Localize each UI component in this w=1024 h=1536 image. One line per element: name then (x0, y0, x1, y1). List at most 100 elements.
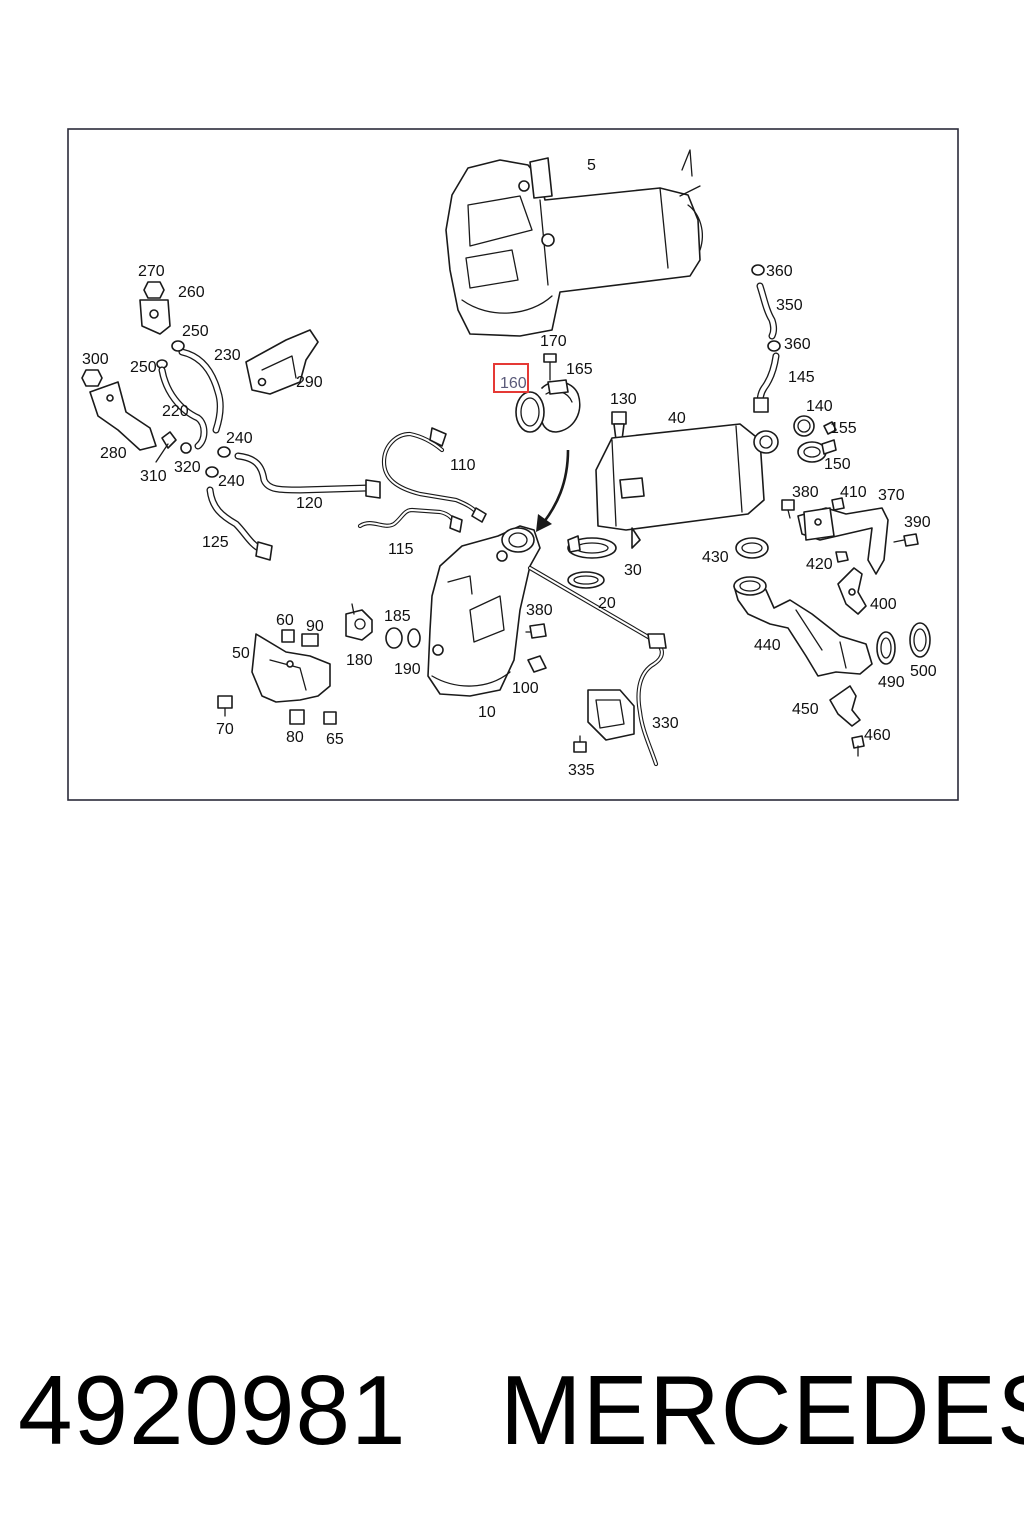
label-230[interactable]: 230 (214, 347, 241, 364)
label-220[interactable]: 220 (162, 403, 189, 420)
part-40-scr-catalyst[interactable] (595, 423, 779, 549)
part-350-hose[interactable] (756, 282, 777, 340)
part-320-washer[interactable] (180, 442, 192, 454)
part-160-gasket[interactable] (515, 391, 545, 433)
part-185-ring[interactable] (385, 627, 403, 649)
part-230-hose[interactable] (178, 348, 224, 434)
label-490[interactable]: 490 (878, 674, 905, 691)
label-110[interactable]: 110 (450, 457, 476, 474)
label-40[interactable]: 40 (668, 410, 686, 427)
label-125[interactable]: 125 (202, 534, 229, 551)
part-10-housing[interactable] (427, 525, 541, 697)
part-490-clamp[interactable] (876, 631, 896, 665)
label-80[interactable]: 80 (286, 729, 304, 746)
part-360-clamp-top[interactable] (751, 264, 765, 276)
label-180[interactable]: 180 (346, 652, 373, 669)
label-100[interactable]: 100 (512, 680, 539, 697)
label-290[interactable]: 290 (296, 374, 323, 391)
part-500-gasket[interactable] (909, 622, 931, 658)
part-250-clamp[interactable] (156, 340, 185, 369)
label-250-upper[interactable]: 250 (182, 323, 209, 340)
part-280-bracket[interactable] (89, 381, 157, 451)
part-130-sensor[interactable] (611, 411, 627, 441)
part-450-bracket[interactable] (829, 685, 861, 727)
part-290-heat-shield[interactable] (245, 329, 319, 395)
part-180-sensor[interactable] (345, 603, 373, 641)
part-330-nox-sensor[interactable] (527, 565, 667, 767)
part-380-bolt-right[interactable] (781, 499, 795, 519)
label-170[interactable]: 170 (540, 333, 567, 350)
label-165[interactable]: 165 (566, 361, 593, 378)
label-20[interactable]: 20 (598, 595, 616, 612)
label-430[interactable]: 430 (702, 549, 729, 566)
part-100-bracket[interactable] (527, 655, 547, 673)
label-400[interactable]: 400 (870, 596, 897, 613)
label-360-lower[interactable]: 360 (784, 336, 811, 353)
part-300-nut[interactable] (81, 369, 103, 387)
label-420[interactable]: 420 (806, 556, 833, 573)
part-145-pipe[interactable] (753, 352, 780, 413)
part-410-bolt[interactable] (831, 497, 845, 511)
part-170-bolt[interactable] (543, 353, 557, 381)
label-380-right[interactable]: 380 (792, 484, 819, 501)
part-240-clamp[interactable] (205, 446, 231, 478)
part-165-clamp[interactable] (540, 379, 581, 433)
label-50[interactable]: 50 (232, 645, 250, 662)
part-260-sensor-bracket[interactable] (139, 299, 171, 335)
part-335-bolt[interactable] (573, 735, 587, 753)
part-120-pipe[interactable] (234, 452, 381, 499)
part-270-nut[interactable] (143, 281, 165, 299)
label-5[interactable]: 5 (587, 157, 596, 174)
part-125-pipe[interactable] (206, 486, 273, 561)
label-370[interactable]: 370 (878, 487, 905, 504)
label-320[interactable]: 320 (174, 459, 201, 476)
label-240-lower[interactable]: 240 (218, 473, 245, 490)
label-250-lower[interactable]: 250 (130, 359, 157, 376)
part-220-hose[interactable] (158, 366, 208, 450)
part-110-temperature-sensor[interactable] (381, 427, 487, 523)
label-460[interactable]: 460 (864, 727, 891, 744)
label-70[interactable]: 70 (216, 721, 234, 738)
part-310-bolt[interactable] (155, 431, 177, 463)
label-140[interactable]: 140 (806, 398, 833, 415)
label-30[interactable]: 30 (624, 562, 642, 579)
label-240-upper[interactable]: 240 (226, 430, 253, 447)
label-500[interactable]: 500 (910, 663, 937, 680)
part-50-heat-shield[interactable] (251, 633, 331, 703)
part-460-bolt[interactable] (851, 735, 865, 757)
label-155[interactable]: 155 (830, 420, 857, 437)
part-380-bolt-centre[interactable] (525, 623, 547, 639)
part-80-clip[interactable] (289, 709, 305, 725)
label-150[interactable]: 150 (824, 456, 851, 473)
label-300[interactable]: 300 (82, 351, 109, 368)
label-60[interactable]: 60 (276, 612, 294, 629)
label-10[interactable]: 10 (478, 704, 496, 721)
part-20-gasket[interactable] (567, 571, 605, 589)
label-330[interactable]: 330 (652, 715, 679, 732)
label-450[interactable]: 450 (792, 701, 819, 718)
label-410[interactable]: 410 (840, 484, 867, 501)
label-335[interactable]: 335 (568, 762, 595, 779)
part-390-bolt[interactable] (893, 533, 919, 547)
part-30-clamp[interactable] (567, 535, 617, 559)
label-360-upper[interactable]: 360 (766, 263, 793, 280)
part-155-bolt[interactable] (823, 421, 837, 435)
part-430-clamp[interactable] (735, 537, 769, 559)
part-140-ring[interactable] (793, 415, 815, 437)
label-350[interactable]: 350 (776, 297, 803, 314)
part-420-nut[interactable] (835, 551, 849, 563)
label-185[interactable]: 185 (384, 608, 411, 625)
label-145[interactable]: 145 (788, 369, 815, 386)
part-115-temperature-sensor[interactable] (357, 507, 463, 533)
label-260[interactable]: 260 (178, 284, 205, 301)
label-160[interactable]: 160 (500, 375, 527, 392)
label-130[interactable]: 130 (610, 391, 637, 408)
part-70-bolt[interactable] (217, 695, 233, 717)
part-190-clamp[interactable] (407, 628, 421, 648)
part-370-bracket[interactable] (797, 507, 889, 575)
part-150-clamp[interactable] (797, 439, 837, 463)
part-400-bracket[interactable] (837, 567, 867, 615)
label-440[interactable]: 440 (754, 637, 781, 654)
label-190[interactable]: 190 (394, 661, 421, 678)
part-440-pipe[interactable] (733, 576, 873, 677)
